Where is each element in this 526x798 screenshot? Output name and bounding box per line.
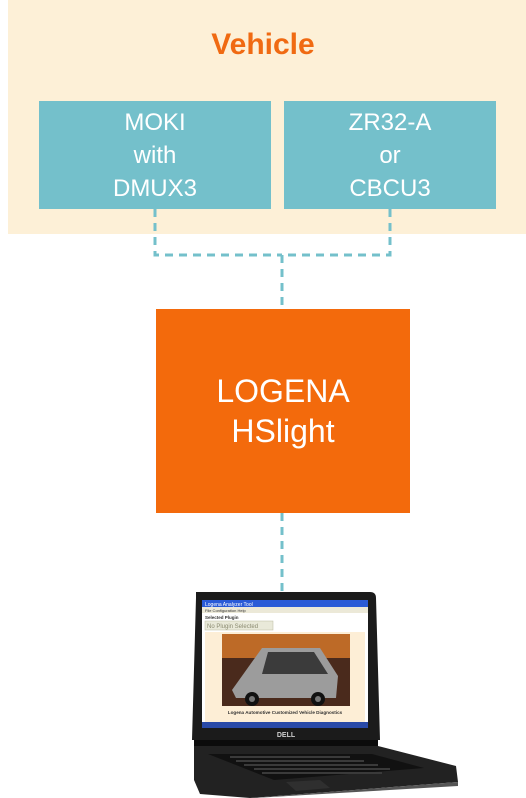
vehicle-title: Vehicle [211,28,315,61]
menu-bar: File Configuration Help [205,608,246,613]
brand-logo: DELL [277,732,296,739]
hslight-line-2: HSlight [231,413,335,449]
zr32-line-1: ZR32-A [348,108,432,136]
hslight-line-1: LOGENA [216,373,350,409]
moki-line-1: MOKI [124,108,186,136]
moki-dmux3-box: MOKI with DMUX3 [39,101,271,209]
zr32-cbcu3-box: ZR32-A or CBCU3 [284,101,496,209]
moki-line-3: DMUX3 [112,174,197,202]
connector-zr32 [282,209,392,257]
zr32-line-2: or [379,141,401,169]
window-title: Logena Analyzer Tool [205,602,253,608]
connector-moki [153,209,282,257]
selected-plugin-label: Selected Plugin [205,615,239,620]
moki-line-2: with [133,141,177,169]
logena-hslight-box: LOGENA HSlight [156,309,410,513]
zr32-line-3: CBCU3 [349,174,431,202]
plugin-status: No Plugin Selected [207,624,258,630]
banner-text: Logena Automotive Customized Vehicle Dia… [228,710,343,715]
